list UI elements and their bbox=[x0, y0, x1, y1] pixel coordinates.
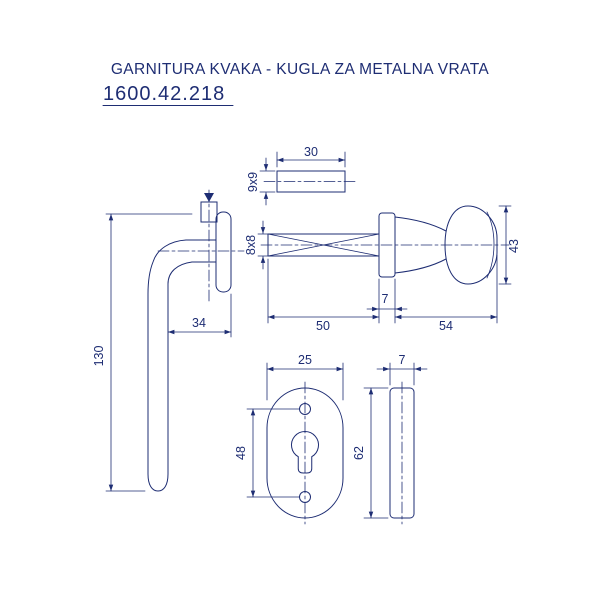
page-title: GARNITURA KVAKA - KUGLA ZA METALNA VRATA bbox=[111, 61, 490, 78]
knob-neck-bottom bbox=[394, 258, 447, 274]
spindle-cross-line bbox=[267, 233, 380, 257]
dim-label-handle-height: 130 bbox=[92, 346, 106, 367]
screw-hole-top bbox=[299, 403, 311, 415]
dim-label-knob-length: 54 bbox=[439, 319, 453, 333]
screw-hole-bottom bbox=[299, 491, 311, 503]
knob-flange-outline bbox=[378, 212, 396, 278]
dim-label-knob-height: 43 bbox=[507, 239, 521, 253]
handle-spindle-square bbox=[200, 201, 218, 223]
dim-label-spindle-bar-section: 9x9 bbox=[246, 172, 260, 192]
rosette-side-view: 7 62 bbox=[352, 353, 428, 525]
spindle-tip-mark bbox=[204, 193, 214, 202]
dim-label-spindle-length: 50 bbox=[316, 319, 330, 333]
dim-label-rosette-hole-spacing: 48 bbox=[234, 446, 248, 460]
knob-assembly-view: 8x8 43 50 54 7 bbox=[244, 205, 521, 333]
spindle-bar-view: 30 9x9 bbox=[246, 145, 358, 206]
dim-rosette-height: 62 bbox=[352, 387, 389, 519]
dim-label-rosette-thickness: 7 bbox=[399, 353, 406, 367]
dim-knob-height: 43 bbox=[498, 205, 521, 285]
dim-handle-height: 130 bbox=[92, 213, 193, 492]
handle-grip-outline bbox=[147, 239, 193, 492]
knob-ball-outline bbox=[444, 205, 498, 285]
rosette-outline bbox=[266, 387, 344, 519]
dim-rosette-width: 25 bbox=[266, 353, 344, 401]
dim-label-handle-projection: 34 bbox=[192, 316, 206, 330]
dim-knob-lengths: 50 54 7 bbox=[267, 254, 498, 333]
knob-face-contour bbox=[486, 211, 495, 279]
dim-label-knob-flange-thickness: 7 bbox=[382, 292, 389, 306]
part-number-text: 1600.42.218 bbox=[103, 83, 225, 105]
dim-label-rosette-height: 62 bbox=[352, 446, 366, 460]
knob-neck-top bbox=[394, 216, 447, 232]
handle-rose-outline bbox=[215, 211, 232, 293]
part-number: 1600.42.218 bbox=[102, 83, 234, 106]
dim-rosette-hole-spacing: 48 bbox=[234, 408, 300, 498]
dim-handle-projection: 34 bbox=[167, 293, 232, 338]
dim-label-spindle-bar-length: 30 bbox=[304, 145, 318, 159]
handle-side-view: 130 34 bbox=[92, 189, 245, 492]
rosette-front-view: 25 48 bbox=[234, 353, 344, 525]
cylinder-keyhole-cutout bbox=[291, 431, 319, 474]
dim-spindle-bar-section: 9x9 bbox=[246, 157, 276, 206]
plate-outline bbox=[389, 387, 415, 519]
dim-label-spindle-section: 8x8 bbox=[244, 235, 258, 255]
dim-spindle-section: 8x8 bbox=[244, 220, 269, 270]
dim-spindle-bar-length: 30 bbox=[276, 145, 346, 168]
dim-label-rosette-width: 25 bbox=[298, 353, 312, 367]
dim-rosette-thickness: 7 bbox=[376, 353, 428, 386]
